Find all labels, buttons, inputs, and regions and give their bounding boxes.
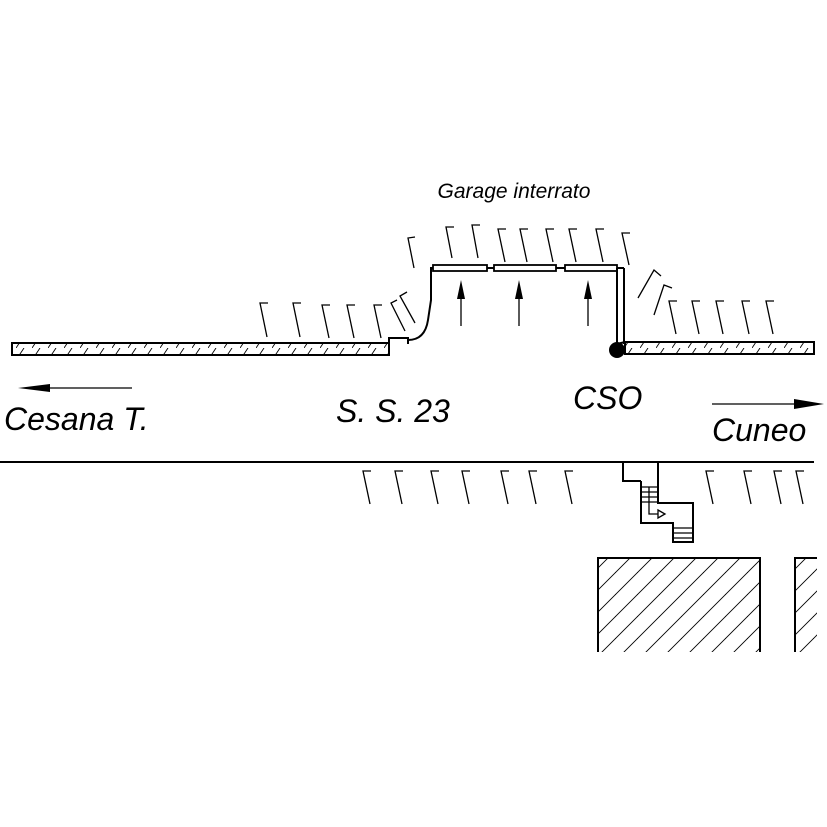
right-arrow-icon: [712, 399, 824, 409]
arrow-up-icon: [584, 280, 592, 326]
building-block-large: [597, 557, 761, 652]
parking-marks-north-west: [259, 291, 416, 339]
parking-marks-north-east: [637, 268, 774, 335]
building-block-small: [794, 557, 817, 652]
parking-marks-south: [362, 470, 804, 505]
staircase: [622, 462, 694, 543]
station-label: CSO: [573, 380, 642, 416]
arrow-up-icon: [457, 280, 465, 326]
road-label: S. S. 23: [336, 393, 450, 429]
east-destination-label: Cuneo: [712, 412, 806, 448]
sidewalk-north-east: [616, 341, 815, 355]
parking-marks-garage: [407, 224, 630, 269]
sidewalk-north-west: [11, 342, 390, 356]
cso-outfall-point: [609, 342, 625, 358]
ramp-arrows: [457, 280, 592, 326]
west-direction: Cesana T.: [4, 384, 149, 437]
garage-label: Garage interrato: [438, 180, 591, 203]
east-direction: Cuneo: [712, 399, 824, 448]
left-arrow-icon: [18, 384, 132, 392]
west-destination-label: Cesana T.: [4, 401, 149, 437]
garage-entrance: [388, 264, 625, 355]
arrow-up-icon: [515, 280, 523, 326]
